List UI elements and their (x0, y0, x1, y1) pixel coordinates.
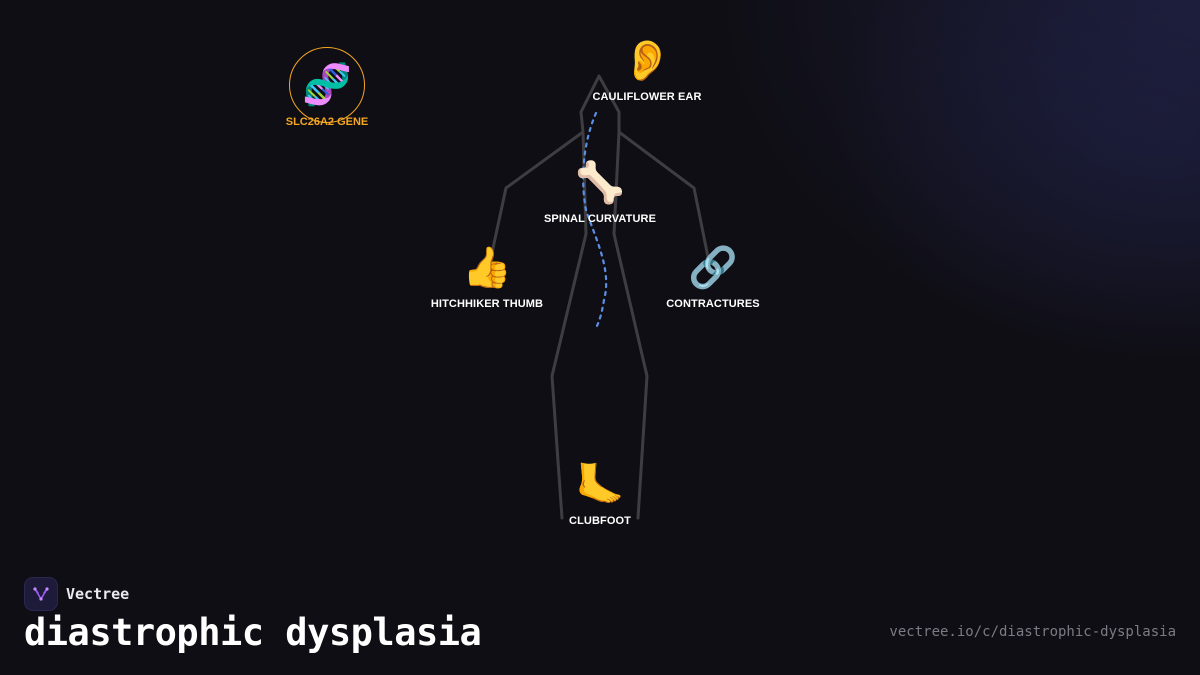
bone-icon: 🦴 (575, 160, 625, 206)
brand-name: Vectree (66, 585, 130, 603)
vectree-logo-icon (24, 577, 58, 611)
feature-label: HITCHHIKER THUMB (430, 298, 544, 310)
spine-curve (582, 111, 608, 330)
foot-icon: 🦶 (575, 462, 625, 508)
gene-label: SLC26A2 GENE (285, 116, 369, 128)
feature-cauliflower-ear: 👂 CAULIFLOWER EAR (567, 37, 727, 104)
page-title: diastrophic dysplasia (24, 611, 482, 654)
dna-icon: 🧬 (302, 62, 352, 108)
link-icon: 🔗 (688, 245, 738, 291)
feature-clubfoot: 🦶 CLUBFOOT (520, 461, 680, 528)
page-url[interactable]: vectree.io/c/diastrophic-dysplasia (889, 624, 1176, 640)
thumbs-up-icon: 👍 (462, 245, 512, 291)
ear-icon: 👂 (622, 38, 672, 84)
feature-spinal-curvature: 🦴 SPINAL CURVATURE (520, 159, 680, 226)
gene-highlight-ring (289, 47, 365, 123)
feature-hitchhiker-thumb: 👍 HITCHHIKER THUMB (407, 244, 567, 311)
feature-label: SPINAL CURVATURE (543, 213, 657, 225)
body-outline (488, 74, 711, 520)
feature-label: CONTRACTURES (666, 298, 760, 310)
feature-contractures: 🔗 CONTRACTURES (633, 244, 793, 311)
feature-label: CLUBFOOT (569, 515, 631, 527)
feature-label: CAULIFLOWER EAR (592, 91, 702, 103)
brand: Vectree (24, 577, 129, 611)
